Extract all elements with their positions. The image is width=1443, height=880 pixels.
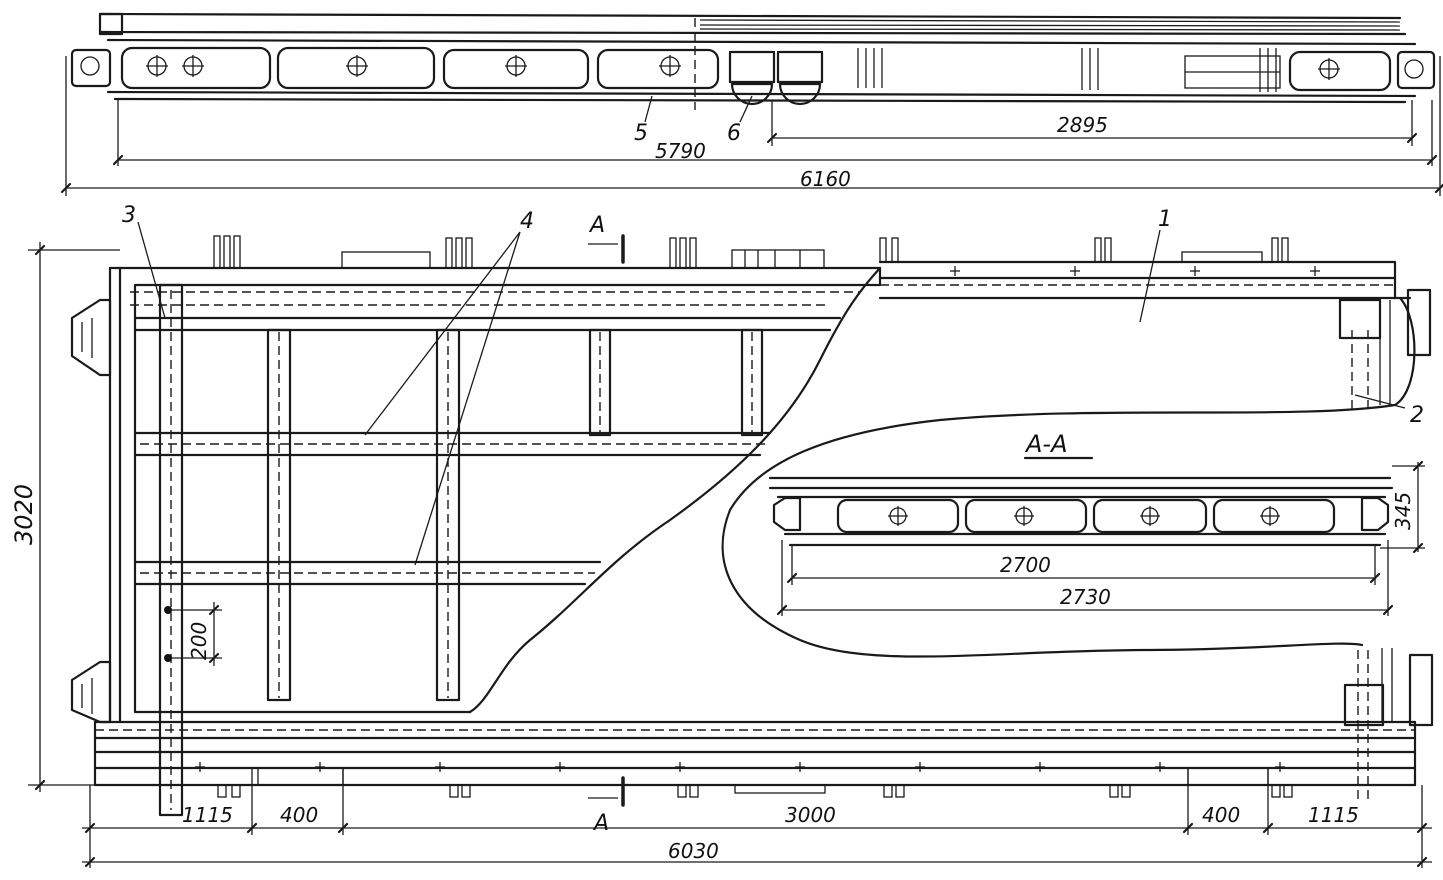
dim-3000: 3000: [785, 803, 836, 827]
section-marker-top: A: [588, 213, 605, 238]
dim-2895: 2895: [1057, 113, 1108, 137]
plan-dimensions: [28, 242, 1432, 868]
dim-5790: 5790: [655, 139, 706, 163]
section-a-a: [768, 456, 1425, 616]
dim-345: 345: [1391, 492, 1415, 530]
dim-1115-left: 1115: [182, 803, 233, 827]
section-marker-bottom: A: [592, 811, 609, 836]
dim-3020: 3020: [10, 484, 38, 545]
dim-6030: 6030: [668, 839, 719, 863]
dim-1115-right: 1115: [1308, 803, 1359, 827]
side-view-dimensions: [60, 56, 1443, 196]
label-6: 6: [727, 121, 741, 146]
label-4: 4: [520, 209, 534, 234]
label-2: 2: [1410, 403, 1424, 428]
label-1: 1: [1158, 207, 1172, 232]
dim-400-right: 400: [1202, 803, 1240, 827]
dim-6160: 6160: [800, 167, 851, 191]
plan-view: [70, 221, 1434, 817]
dim-2700: 2700: [1000, 553, 1051, 577]
dim-200: 200: [187, 622, 211, 660]
dim-400-left: 400: [280, 803, 318, 827]
label-3: 3: [122, 203, 136, 228]
side-view: [70, 12, 1436, 123]
label-5: 5: [634, 121, 648, 146]
section-title: A-A: [1024, 430, 1068, 458]
dim-2730: 2730: [1060, 585, 1111, 609]
